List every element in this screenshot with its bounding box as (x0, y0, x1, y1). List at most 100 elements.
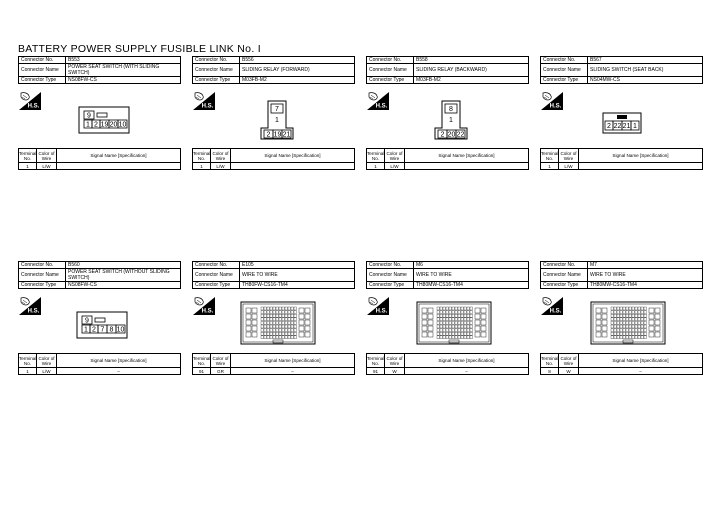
connector-type-label: Connector Type (540, 76, 588, 84)
pin-label: 10 (117, 327, 125, 334)
connector-type-value: TH80FW-CS16-TM4 (239, 281, 355, 289)
terminal-no-cell: 91 (366, 367, 385, 375)
connector-type-label: Connector Type (192, 281, 240, 289)
connector-face-diagram: 9 1 2 7 8 10 (76, 311, 128, 339)
connector-face-diagram: 7 1 2 19 21 (260, 100, 294, 140)
connector-no-label: Connector No. (540, 56, 588, 64)
connector-face-diagram (416, 301, 492, 345)
signal-name-cell: – (230, 367, 355, 375)
signal-name-header: Signal Name [Specification] (56, 353, 181, 368)
connector-no-value: E105 (239, 261, 355, 269)
hs-label: H.S. (202, 309, 214, 315)
wire-color-cell: L/W (558, 162, 579, 170)
connector-no-value: B558 (413, 56, 529, 64)
connector-type-value: NS04MW-CS (587, 76, 703, 84)
connector-name-value: POWER SEAT SWITCH (WITH SLIDING SWITCH) (65, 63, 181, 77)
color-of-wire-header: Color of Wire (36, 148, 57, 163)
connector-no-label: Connector No. (366, 56, 414, 64)
hs-icon: H.S. (193, 297, 215, 315)
connector-no-label: Connector No. (540, 261, 588, 269)
color-of-wire-header: Color of Wire (384, 353, 405, 368)
pin-label: 2 (94, 122, 98, 129)
pin-label: 22 (457, 132, 465, 139)
connector-no-value: B560 (65, 261, 181, 269)
terminal-no-header: Terminal No. (366, 353, 385, 368)
color-of-wire-header: Color of Wire (384, 148, 405, 163)
signal-name-header: Signal Name [Specification] (404, 148, 529, 163)
pin-label: 8 (110, 327, 114, 334)
color-of-wire-header: Color of Wire (558, 353, 579, 368)
connector-face-diagram: 2 22 21 1 (602, 112, 642, 134)
pin-label: 21 (623, 123, 631, 130)
signal-name-header: Signal Name [Specification] (230, 353, 355, 368)
terminal-no-header: Terminal No. (540, 148, 559, 163)
pin-label: 2 (267, 132, 271, 139)
pin-label: 21 (283, 132, 291, 139)
pin-label: 2 (607, 123, 611, 130)
terminal-no-cell: 1 (540, 162, 559, 170)
terminal-no-cell: 91 (192, 367, 211, 375)
wire-color-cell: L/W (36, 367, 57, 375)
connector-no-value: B567 (587, 56, 703, 64)
connector-face-diagram (590, 301, 666, 345)
wire-color-cell: W (384, 367, 405, 375)
connector-name-value: WIRE TO WIRE (239, 268, 355, 282)
connector-type-value: M03FB-M2 (413, 76, 529, 84)
terminal-no-header: Terminal No. (366, 148, 385, 163)
connector-name-label: Connector Name (192, 63, 240, 77)
signal-name-header: Signal Name [Specification] (56, 148, 181, 163)
pin-label: 9 (87, 113, 91, 120)
pin-label: 1 (275, 117, 279, 124)
signal-name-cell (56, 162, 181, 170)
signal-name-cell (404, 162, 529, 170)
pin-label: 1 (84, 327, 88, 334)
connector-no-label: Connector No. (18, 261, 66, 269)
connector-type-label: Connector Type (192, 76, 240, 84)
connector-no-value: M6 (413, 261, 529, 269)
pin-label: 19 (274, 132, 282, 139)
connector-no-label: Connector No. (18, 56, 66, 64)
terminal-no-cell: 1 (192, 162, 211, 170)
connector-name-label: Connector Name (192, 268, 240, 282)
hs-label: H.S. (376, 104, 388, 110)
hs-icon: H.S. (19, 92, 41, 110)
pin-label: 10 (119, 122, 127, 129)
pin-label: 2 (92, 327, 96, 334)
connector-type-label: Connector Type (18, 76, 66, 84)
signal-name-header: Signal Name [Specification] (578, 353, 703, 368)
terminal-no-cell: 1 (18, 162, 37, 170)
page-title: BATTERY POWER SUPPLY FUSIBLE LINK No. I (18, 43, 261, 55)
wire-color-cell: L/W (210, 162, 231, 170)
connector-type-label: Connector Type (366, 76, 414, 84)
signal-name-header: Signal Name [Specification] (578, 148, 703, 163)
connector-face-diagram (240, 301, 316, 345)
hs-icon: H.S. (367, 92, 389, 110)
pin-label: 1 (449, 117, 453, 124)
connector-face-diagram: 8 1 2 20 22 (434, 100, 468, 140)
hs-label: H.S. (202, 104, 214, 110)
terminal-no-header: Terminal No. (192, 353, 211, 368)
pin-label: 8 (449, 106, 453, 113)
connector-type-value: NS08FW-CS (65, 281, 181, 289)
connector-name-value: WIRE TO WIRE (413, 268, 529, 282)
hs-icon: H.S. (19, 297, 41, 315)
color-of-wire-header: Color of Wire (210, 353, 231, 368)
hs-label: H.S. (376, 309, 388, 315)
signal-name-cell (230, 162, 355, 170)
connector-type-label: Connector Type (366, 281, 414, 289)
